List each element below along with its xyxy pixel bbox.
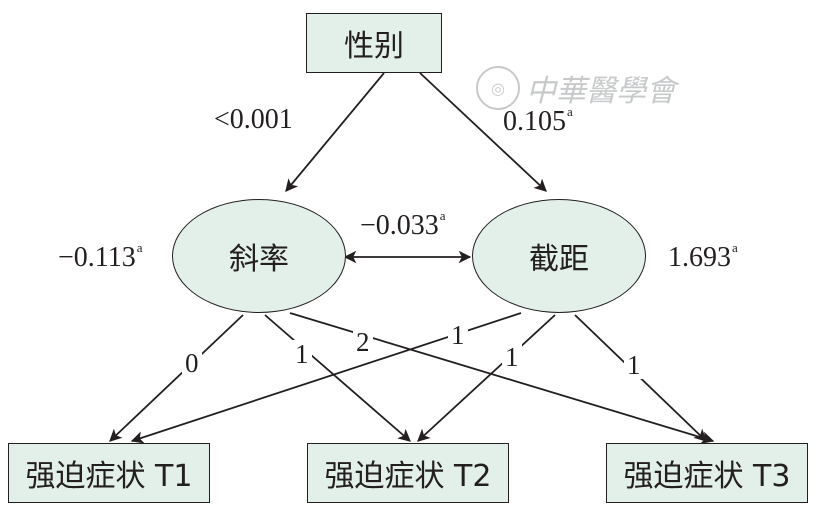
node-gender: 性别 bbox=[306, 13, 442, 73]
loading-slope-t3: 2 bbox=[353, 328, 373, 356]
node-t3: 强迫症状 T3 bbox=[606, 443, 808, 503]
node-t2: 强迫症状 T2 bbox=[307, 443, 509, 503]
loading-slope-t1: 0 bbox=[182, 349, 202, 377]
label-gender-to-intercept: 0.105a bbox=[503, 104, 573, 137]
arrow-intercept-to-t2 bbox=[417, 314, 556, 442]
watermark-logo: ◎ bbox=[476, 66, 520, 110]
label-gender-to-slope: <0.001 bbox=[214, 104, 293, 135]
label-slope-variance: −0.113a bbox=[58, 240, 143, 273]
node-intercept: 截距 bbox=[472, 199, 646, 313]
watermark-text: 中華醫學會 bbox=[526, 74, 676, 109]
label-intercept-variance: 1.693a bbox=[668, 240, 738, 273]
node-t1: 强迫症状 T1 bbox=[8, 443, 210, 503]
arrow-slope-to-t2 bbox=[264, 314, 411, 442]
loading-intercept-t2: 1 bbox=[502, 343, 522, 371]
node-slope: 斜率 bbox=[172, 199, 346, 313]
loading-intercept-t3: 1 bbox=[624, 351, 644, 379]
watermark: ◎ 中華醫學會 bbox=[476, 66, 676, 110]
arrow-slope-to-t1 bbox=[109, 314, 244, 442]
arrow-gender-to-slope bbox=[285, 72, 385, 192]
label-slope-intercept-covariance: −0.033a bbox=[360, 208, 446, 241]
loading-intercept-t1: 1 bbox=[448, 321, 468, 349]
loading-slope-t2: 1 bbox=[292, 340, 312, 368]
arrow-gender-to-intercept bbox=[419, 72, 547, 192]
